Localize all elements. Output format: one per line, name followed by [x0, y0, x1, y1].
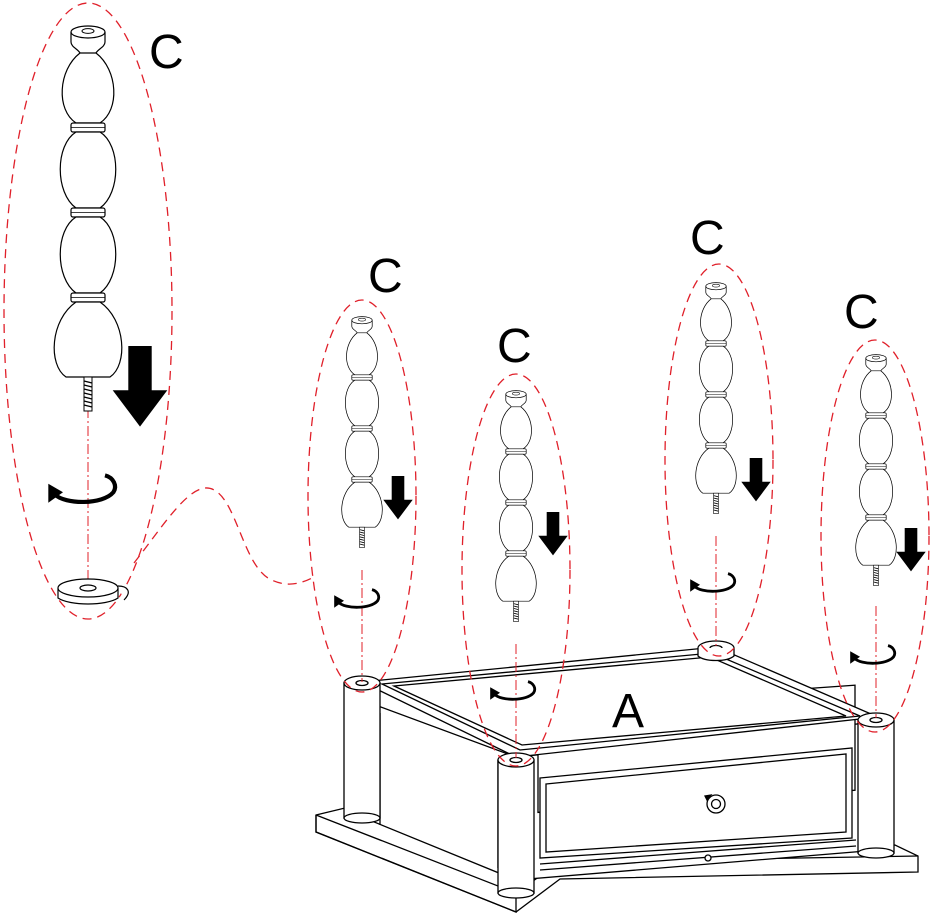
leg-label-2: C: [497, 320, 532, 373]
leg-back-left-rotate-arrow-icon: [332, 588, 381, 610]
leg-front-right-insert-arrow: [896, 528, 926, 572]
leg-back-right-rotate-arrow-icon: [688, 572, 737, 594]
callout-connector: [133, 487, 313, 585]
detail-leg: [53, 25, 123, 412]
callout-detail-ellipse: [3, 2, 173, 620]
drawer-hinge-dot: [704, 854, 712, 862]
leg-front-left-insert-arrow: [538, 512, 568, 556]
leg-label-4: C: [844, 286, 879, 339]
callout-leg4-ellipse: [820, 339, 930, 733]
leg-front-right: [855, 354, 897, 587]
leg-label-1: C: [368, 250, 403, 303]
leg-front-right-rotate-arrow-icon: [848, 644, 897, 666]
corner-post-back-left: [343, 675, 381, 824]
corner-post-front-right: [857, 712, 895, 859]
drawer-knob: [704, 794, 726, 814]
centre-lines: [87, 390, 877, 758]
leg-label-3: C: [690, 212, 725, 265]
leg-back-left-insert-arrow: [383, 476, 413, 520]
callout-leg1-ellipse: [307, 299, 417, 693]
leg-front-left: [495, 390, 537, 623]
table-label: A: [612, 685, 644, 738]
corner-post-back-right: [697, 640, 735, 662]
leg-back-left: [341, 316, 383, 549]
callout-outlines: [3, 2, 930, 767]
detail-post-top: [57, 578, 129, 605]
leg-back-right-insert-arrow: [741, 458, 771, 502]
callout-leg3-ellipse: [664, 263, 774, 657]
table-body: [315, 640, 919, 913]
corner-post-front-left: [497, 752, 535, 899]
leg-back-right: [695, 282, 737, 515]
leg-label-detail: C: [149, 26, 184, 79]
detail-rotate-arrow-icon: [48, 475, 115, 502]
callout-leg2-ellipse: [461, 373, 571, 767]
